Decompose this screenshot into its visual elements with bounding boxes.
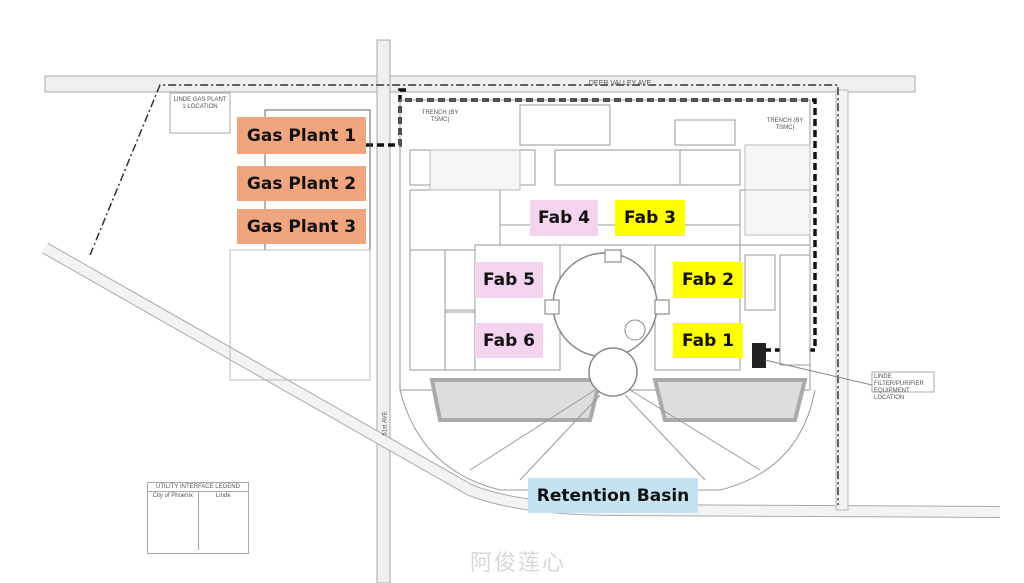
legend-title: UTILITY INTERFACE LEGEND <box>148 483 248 492</box>
gas-plant-1-label: Gas Plant 1 <box>237 117 366 154</box>
legend-col-city: City of Phoenix <box>148 492 199 550</box>
retention-basin-label: Retention Basin <box>528 478 698 513</box>
fab-2-label: Fab 2 <box>673 262 743 298</box>
fab-5-label: Fab 5 <box>475 262 543 298</box>
trench-label-left: TRENCH (BY TSMC) <box>421 110 459 123</box>
gas-plant-3-label: Gas Plant 3 <box>237 209 366 244</box>
parking-areas <box>429 144 811 236</box>
fab-6-label: Fab 6 <box>475 323 543 358</box>
vertical-road-51st <box>376 39 391 583</box>
central-plaza <box>552 252 658 358</box>
legend-col-linde: Linde <box>215 493 231 499</box>
right-road <box>835 89 849 511</box>
linde-filter-callout-box <box>871 371 935 393</box>
lot-area <box>229 249 371 381</box>
trench-label-right: TRENCH (BY TSMC) <box>766 118 804 131</box>
fab-1-label: Fab 1 <box>673 323 743 358</box>
linde-filter-equipment <box>752 343 766 368</box>
plaza-connector-left <box>544 299 560 315</box>
radial-paths <box>469 389 761 481</box>
small-plaza <box>588 347 638 397</box>
linde-filter-label: LINDE FILTER/PURIFIER EQUIPMENT LOCATION <box>874 374 924 401</box>
gas-plant-2-label: Gas Plant 2 <box>237 166 366 201</box>
legend-columns: City of Phoenix Linde <box>148 492 248 550</box>
linde-gas-plant-callout-box <box>169 92 231 134</box>
property-boundary <box>89 84 839 505</box>
linde-gas-plant-label: LINDE GAS PLANT 1 LOCATION <box>173 97 227 110</box>
plaza-feature <box>624 319 646 341</box>
plaza-connector-top <box>604 249 622 263</box>
top-road <box>44 75 916 93</box>
51st-ave-label: 51st AVE <box>382 411 389 436</box>
fab-4-label: Fab 4 <box>530 200 598 236</box>
linde-filter-leader-line <box>764 359 873 386</box>
deer-valley-ave-label: DEER VALLEY AVE <box>588 80 652 87</box>
fab-3-label: Fab 3 <box>615 200 685 236</box>
watermark: 阿俊莲心 <box>470 551 567 576</box>
utility-interface-legend: UTILITY INTERFACE LEGEND City of Phoenix… <box>147 482 249 554</box>
hatched-parking <box>429 378 808 422</box>
plaza-connector-right <box>654 299 670 315</box>
